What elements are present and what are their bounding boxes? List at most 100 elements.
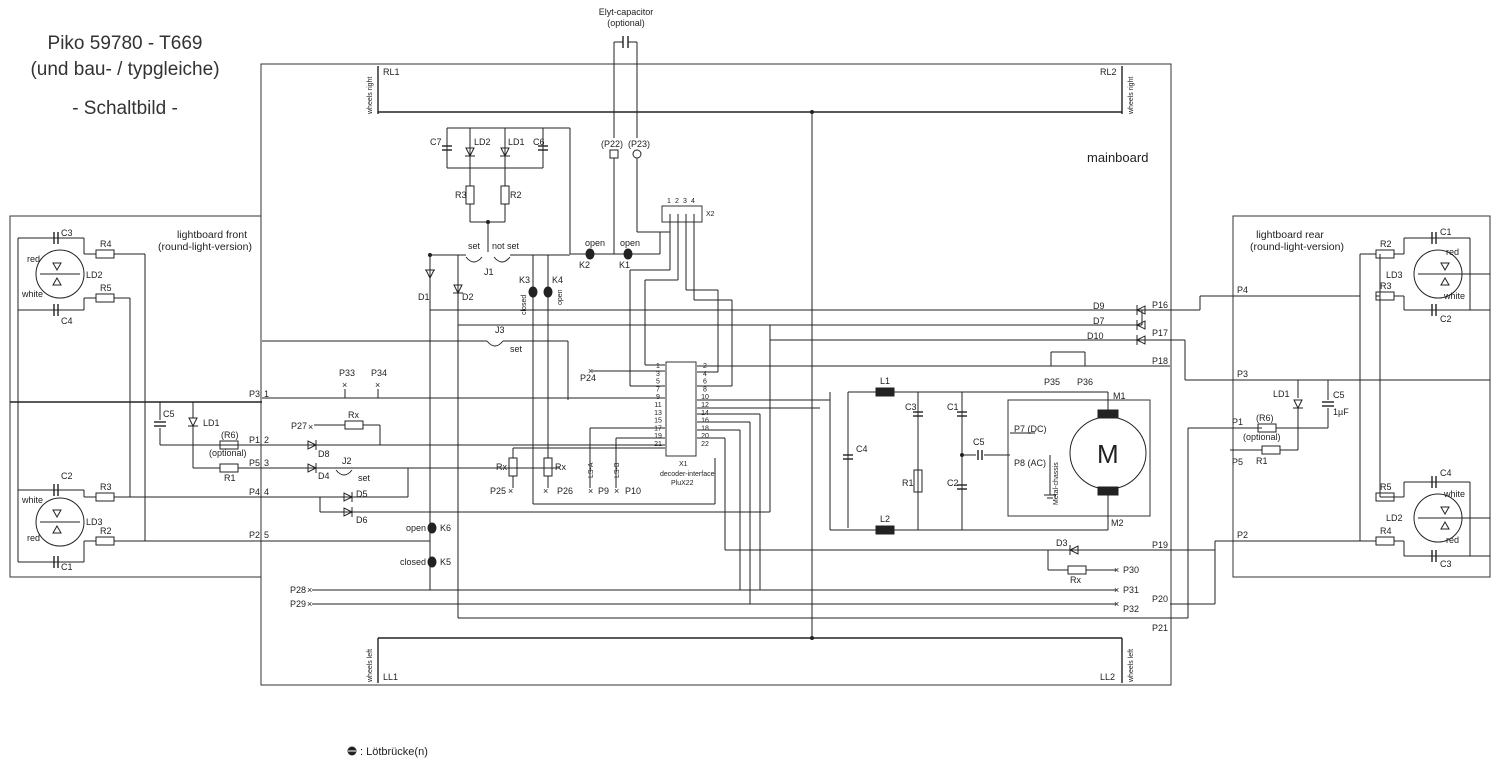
rear-board-subtitle: (round-light-version) bbox=[1250, 241, 1344, 253]
j1-label: J1 bbox=[484, 267, 494, 277]
front-optional-label: (optional) bbox=[209, 448, 247, 458]
decoder-pin-right: 8 bbox=[703, 386, 707, 393]
d4-label: D4 bbox=[318, 471, 330, 481]
c1-motor-label: C1 bbox=[947, 402, 959, 412]
front-white2-label: white bbox=[21, 495, 43, 505]
p19-label: P19 bbox=[1152, 540, 1168, 550]
pad-p23 bbox=[632, 149, 642, 159]
k6-label: K6 bbox=[440, 523, 451, 533]
wheels-left-label-2: wheels left bbox=[1128, 649, 1135, 683]
c7-label: C7 bbox=[430, 137, 442, 147]
front-pin-p1: P1 bbox=[249, 435, 260, 445]
j1-set-label: set bbox=[468, 241, 481, 251]
p26-cross: × bbox=[543, 486, 548, 496]
rail-ll2-label: LL2 bbox=[1100, 672, 1115, 682]
decoder-pin-left: 15 bbox=[654, 418, 662, 425]
front-ld1-label: LD1 bbox=[203, 418, 220, 428]
ls-a-label: LS-A bbox=[588, 462, 595, 478]
d3-label: D3 bbox=[1056, 538, 1068, 548]
rear-c4-label: C4 bbox=[1440, 468, 1452, 478]
decoder-pin-left: 5 bbox=[656, 379, 660, 386]
m1-label: M1 bbox=[1113, 391, 1126, 401]
k3-closed-label: closed bbox=[521, 295, 528, 315]
x2-pin-1: 1 bbox=[667, 198, 671, 205]
rx-p30-label: Rx bbox=[1070, 575, 1081, 585]
p21-label: P21 bbox=[1152, 623, 1168, 633]
rx-p25-label: Rx bbox=[496, 462, 507, 472]
decoder-x1: X1 decoder-interface PluX22 135791113151… bbox=[654, 361, 715, 487]
rail-right: RL1 RL2 wheels right wheels right bbox=[367, 66, 1135, 115]
p30-cross: × bbox=[1114, 565, 1119, 575]
k4-open-label: open bbox=[557, 289, 564, 305]
d5-label: D5 bbox=[356, 489, 368, 499]
rear-c5-label: C5 bbox=[1333, 390, 1345, 400]
k5-closed-label: closed bbox=[400, 557, 426, 567]
k2-label: K2 bbox=[579, 260, 590, 270]
front-pin-num-3: 3 bbox=[264, 458, 269, 468]
ld1-top-label: LD1 bbox=[508, 137, 525, 147]
front-board-subtitle: (round-light-version) bbox=[158, 241, 252, 253]
decoder-pin-left: 13 bbox=[654, 410, 662, 417]
r2-label: R2 bbox=[510, 190, 522, 200]
p27-label: P27 bbox=[291, 421, 307, 431]
rear-r6-label: (R6) bbox=[1256, 413, 1274, 423]
c5-motor-label: C5 bbox=[973, 437, 985, 447]
front-r3-label: R3 bbox=[100, 482, 112, 492]
x1-label: X1 bbox=[679, 461, 688, 468]
p7-label: P7 (DC) bbox=[1014, 424, 1047, 434]
c6-label: C6 bbox=[533, 137, 545, 147]
rear-uf-label: 1µF bbox=[1333, 407, 1349, 417]
front-pin-p5: P5 bbox=[249, 458, 260, 468]
front-r4-label: R4 bbox=[100, 239, 112, 249]
rear-r2-label: R2 bbox=[1380, 239, 1392, 249]
legend: : Lötbrücke(n) bbox=[347, 746, 428, 758]
x2-label: X2 bbox=[706, 211, 715, 218]
rear-c2-label: C2 bbox=[1440, 314, 1452, 324]
title-line-2: (und bau- / typgleiche) bbox=[30, 59, 220, 80]
rear-pin-p4: P4 bbox=[1237, 285, 1248, 295]
j2-label: J2 bbox=[342, 456, 352, 466]
front-pin-p3: P3 bbox=[249, 389, 260, 399]
rx-p26-label: Rx bbox=[555, 462, 566, 472]
front-c3-label: C3 bbox=[61, 228, 73, 238]
k1-open-label: open bbox=[620, 238, 640, 248]
r3-label: R3 bbox=[455, 190, 467, 200]
p8-label: P8 (AC) bbox=[1014, 458, 1046, 468]
decoder-pin-right: 18 bbox=[701, 425, 709, 432]
k2-open-label: open bbox=[585, 238, 605, 248]
c2-motor-label: C2 bbox=[947, 478, 959, 488]
ld2-top-label: LD2 bbox=[474, 137, 491, 147]
rear-white2-label: white bbox=[1443, 489, 1465, 499]
front-pin-num-2: 2 bbox=[264, 435, 269, 445]
p34-label: P34 bbox=[371, 368, 387, 378]
rear-r5-label: R5 bbox=[1380, 482, 1392, 492]
rear-ld1-label: LD1 bbox=[1273, 389, 1290, 399]
p35-label: P35 bbox=[1044, 377, 1060, 387]
p24-label: P24 bbox=[580, 373, 596, 383]
m2-label: M2 bbox=[1111, 518, 1124, 528]
front-ld2-label: LD2 bbox=[86, 270, 103, 280]
decoder-sub-label: PluX22 bbox=[671, 480, 694, 487]
x2-pin-4: 4 bbox=[691, 198, 695, 205]
p9-label: P9 bbox=[598, 486, 609, 496]
p29-label: P29 bbox=[290, 599, 306, 609]
jumper-j3: J3 set bbox=[262, 325, 569, 400]
j1-notset-label: not set bbox=[492, 241, 520, 251]
diode-d2 bbox=[453, 284, 463, 295]
p10-label: P10 bbox=[625, 486, 641, 496]
pad-p22 bbox=[609, 149, 619, 159]
p17-label: P17 bbox=[1152, 328, 1168, 338]
rear-red-label: red bbox=[1446, 247, 1459, 257]
rear-lightboard-outline bbox=[1232, 215, 1491, 578]
front-pin-p2: P2 bbox=[249, 530, 260, 540]
wheels-right-label-1: wheels right bbox=[367, 77, 374, 115]
p30-label: P30 bbox=[1123, 565, 1139, 575]
decoder-bottom-pads: Rx Rx P25 P26 × × LS-A LS-B × × P9 P10 bbox=[490, 427, 716, 505]
p23-label: (P23) bbox=[628, 139, 650, 149]
front-lightboard: C3 C4 R4 R5 red LD2 white C5 LD1 (R6) (o… bbox=[10, 228, 262, 572]
j3-label: J3 bbox=[495, 325, 505, 335]
front-c1-label: C1 bbox=[61, 562, 73, 572]
front-red-label: red bbox=[27, 254, 40, 264]
p34-cross: × bbox=[375, 380, 380, 390]
decoder-pin-right: 14 bbox=[701, 410, 709, 417]
